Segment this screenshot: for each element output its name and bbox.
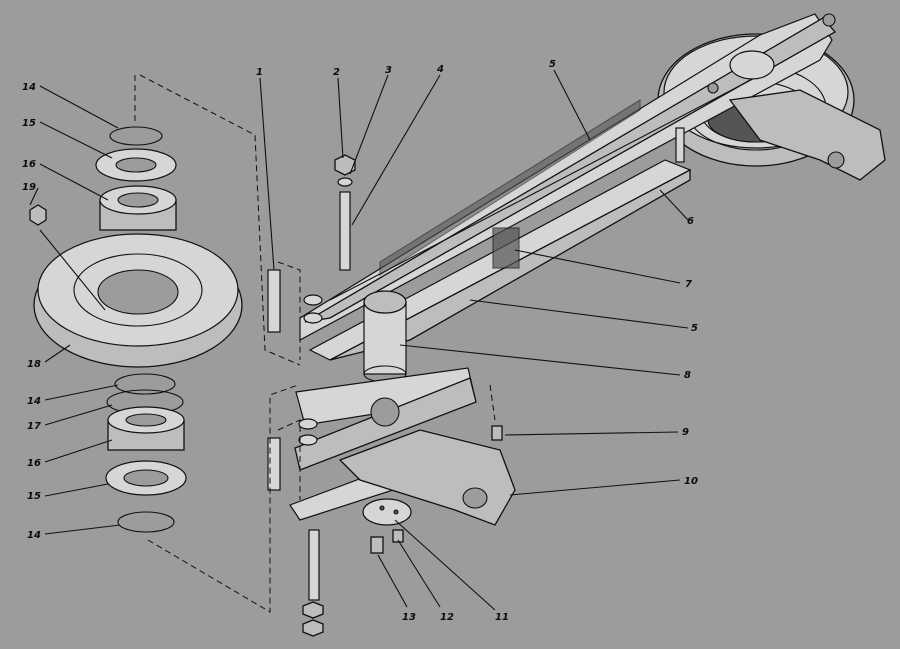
callout-14-top: 14 <box>22 82 36 93</box>
callout-labels: 1 2 3 4 5 6 7 5 8 9 10 11 12 13 14 15 16… <box>22 59 698 623</box>
callout-2: 2 <box>333 67 340 78</box>
studs-and-pins <box>267 154 356 637</box>
callout-5-lower: 5 <box>691 323 698 334</box>
assembly-dash-lines <box>134 74 496 613</box>
callout-18: 18 <box>27 359 41 370</box>
washer-11 <box>362 498 412 526</box>
callout-14-bottom: 14 <box>27 530 41 541</box>
callout-12: 12 <box>440 612 454 623</box>
callout-19: 19 <box>22 182 36 193</box>
lower-arm <box>338 429 516 526</box>
left-pulley-stack <box>29 126 243 533</box>
callout-17: 17 <box>27 421 41 432</box>
leader-lines <box>29 69 689 611</box>
callout-11: 11 <box>495 612 509 623</box>
bolts <box>370 425 503 554</box>
callout-15-top: 15 <box>22 118 36 129</box>
callout-15-bottom: 15 <box>27 491 41 502</box>
right-arm <box>675 89 886 181</box>
callout-8: 8 <box>684 370 691 381</box>
center-pin <box>363 290 407 383</box>
callout-13: 13 <box>402 612 416 623</box>
callout-6: 6 <box>687 216 694 227</box>
callout-16-bottom: 16 <box>27 458 41 469</box>
callout-1: 1 <box>256 67 263 78</box>
callout-5-upper: 5 <box>549 59 556 70</box>
callout-4: 4 <box>436 64 444 75</box>
callout-14-middle: 14 <box>27 396 41 407</box>
callout-3: 3 <box>385 65 392 76</box>
callout-10: 10 <box>684 476 698 487</box>
callout-9: 9 <box>682 427 689 438</box>
callout-7: 7 <box>685 279 692 290</box>
callout-16-top: 16 <box>22 159 36 170</box>
upper-plate <box>299 13 837 342</box>
